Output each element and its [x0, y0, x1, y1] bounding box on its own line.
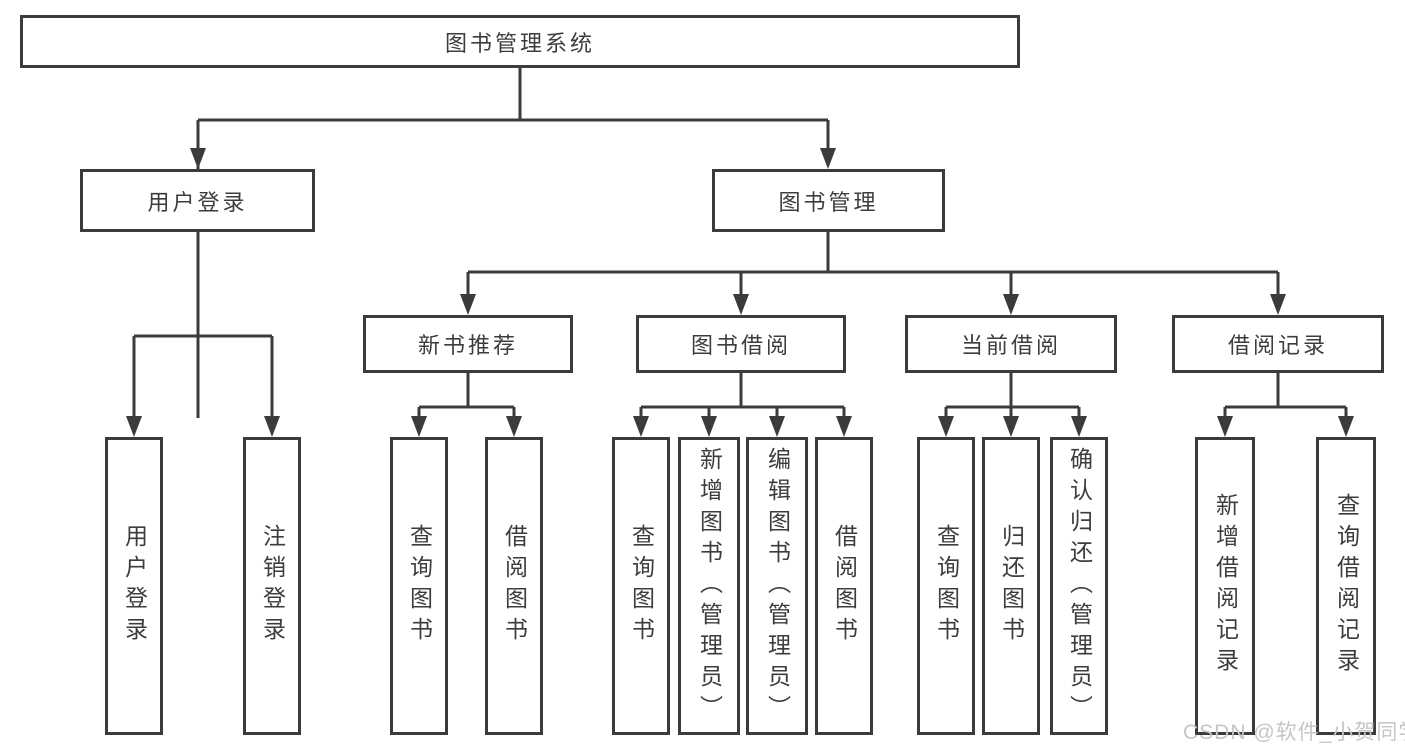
csdn-watermark: CSDN @软件_小贺同学 — [1183, 721, 1405, 744]
node-borrowing-records: 借阅记录 — [1172, 315, 1384, 373]
node-book-borrowing-label: 图书借阅 — [690, 333, 791, 358]
leaf-add-borrow-record-label: 新增借阅记录 — [1212, 493, 1239, 679]
leaf-logout-label: 注销登录 — [259, 524, 286, 648]
node-current-borrowing-label: 当前借阅 — [960, 333, 1061, 358]
leaf-borrow-books-2: 借阅图书 — [815, 437, 873, 735]
leaf-user-login: 用户登录 — [105, 437, 163, 735]
leaf-return-books: 归还图书 — [982, 437, 1040, 735]
leaf-confirm-return-admin-label: 确认归还（管理员） — [1066, 446, 1093, 726]
node-book-management-branch-label: 图书管理 — [778, 189, 879, 215]
leaf-query-books-3-label: 查询图书 — [933, 524, 960, 648]
connector-userlogin-to-leaves — [132, 232, 274, 418]
connector-bookmgmt-to-level3 — [466, 232, 1280, 296]
leaf-query-books-1-label: 查询图书 — [406, 524, 433, 648]
node-current-borrowing: 当前借阅 — [905, 315, 1117, 373]
connector-records-to-leaves — [1223, 373, 1348, 418]
node-book-management-branch: 图书管理 — [712, 169, 945, 232]
leaf-borrow-books-1-label: 借阅图书 — [501, 524, 528, 648]
leaf-borrow-books-1: 借阅图书 — [485, 437, 543, 735]
leaf-query-books-1: 查询图书 — [390, 437, 448, 735]
node-user-login-branch-label: 用户登录 — [147, 189, 248, 215]
leaf-edit-books-admin-label: 编辑图书（管理员） — [764, 446, 791, 726]
node-user-login-branch: 用户登录 — [80, 169, 315, 232]
node-library-system-root-label: 图书管理系统 — [444, 30, 595, 56]
connector-current-to-leaves — [944, 373, 1081, 418]
leaf-add-books-admin-label: 新增图书（管理员） — [696, 446, 723, 726]
connector-borrow-to-leaves — [639, 373, 846, 418]
leaf-logout: 注销登录 — [243, 437, 301, 735]
leaf-query-borrow-record-label: 查询借阅记录 — [1333, 493, 1360, 679]
leaf-edit-books-admin: 编辑图书（管理员） — [746, 437, 808, 735]
leaf-query-borrow-record: 查询借阅记录 — [1316, 437, 1376, 735]
leaf-add-books-admin: 新增图书（管理员） — [678, 437, 740, 735]
connector-root-to-branches — [196, 68, 830, 418]
leaf-query-books-2-label: 查询图书 — [628, 524, 655, 648]
leaf-borrow-books-2-label: 借阅图书 — [831, 524, 858, 648]
leaf-confirm-return-admin: 确认归还（管理员） — [1050, 437, 1108, 735]
leaf-query-books-3: 查询图书 — [917, 437, 975, 735]
node-book-borrowing: 图书借阅 — [636, 315, 846, 373]
leaf-user-login-label: 用户登录 — [121, 524, 148, 648]
arrowheads — [126, 148, 1354, 437]
node-new-book-recommend-label: 新书推荐 — [417, 333, 518, 358]
node-borrowing-records-label: 借阅记录 — [1227, 333, 1328, 358]
node-new-book-recommend: 新书推荐 — [363, 315, 573, 373]
node-library-system-root: 图书管理系统 — [20, 15, 1020, 68]
leaf-add-borrow-record: 新增借阅记录 — [1195, 437, 1255, 735]
leaf-return-books-label: 归还图书 — [998, 524, 1025, 648]
connector-newbook-to-leaves — [417, 373, 516, 418]
leaf-query-books-2: 查询图书 — [612, 437, 670, 735]
